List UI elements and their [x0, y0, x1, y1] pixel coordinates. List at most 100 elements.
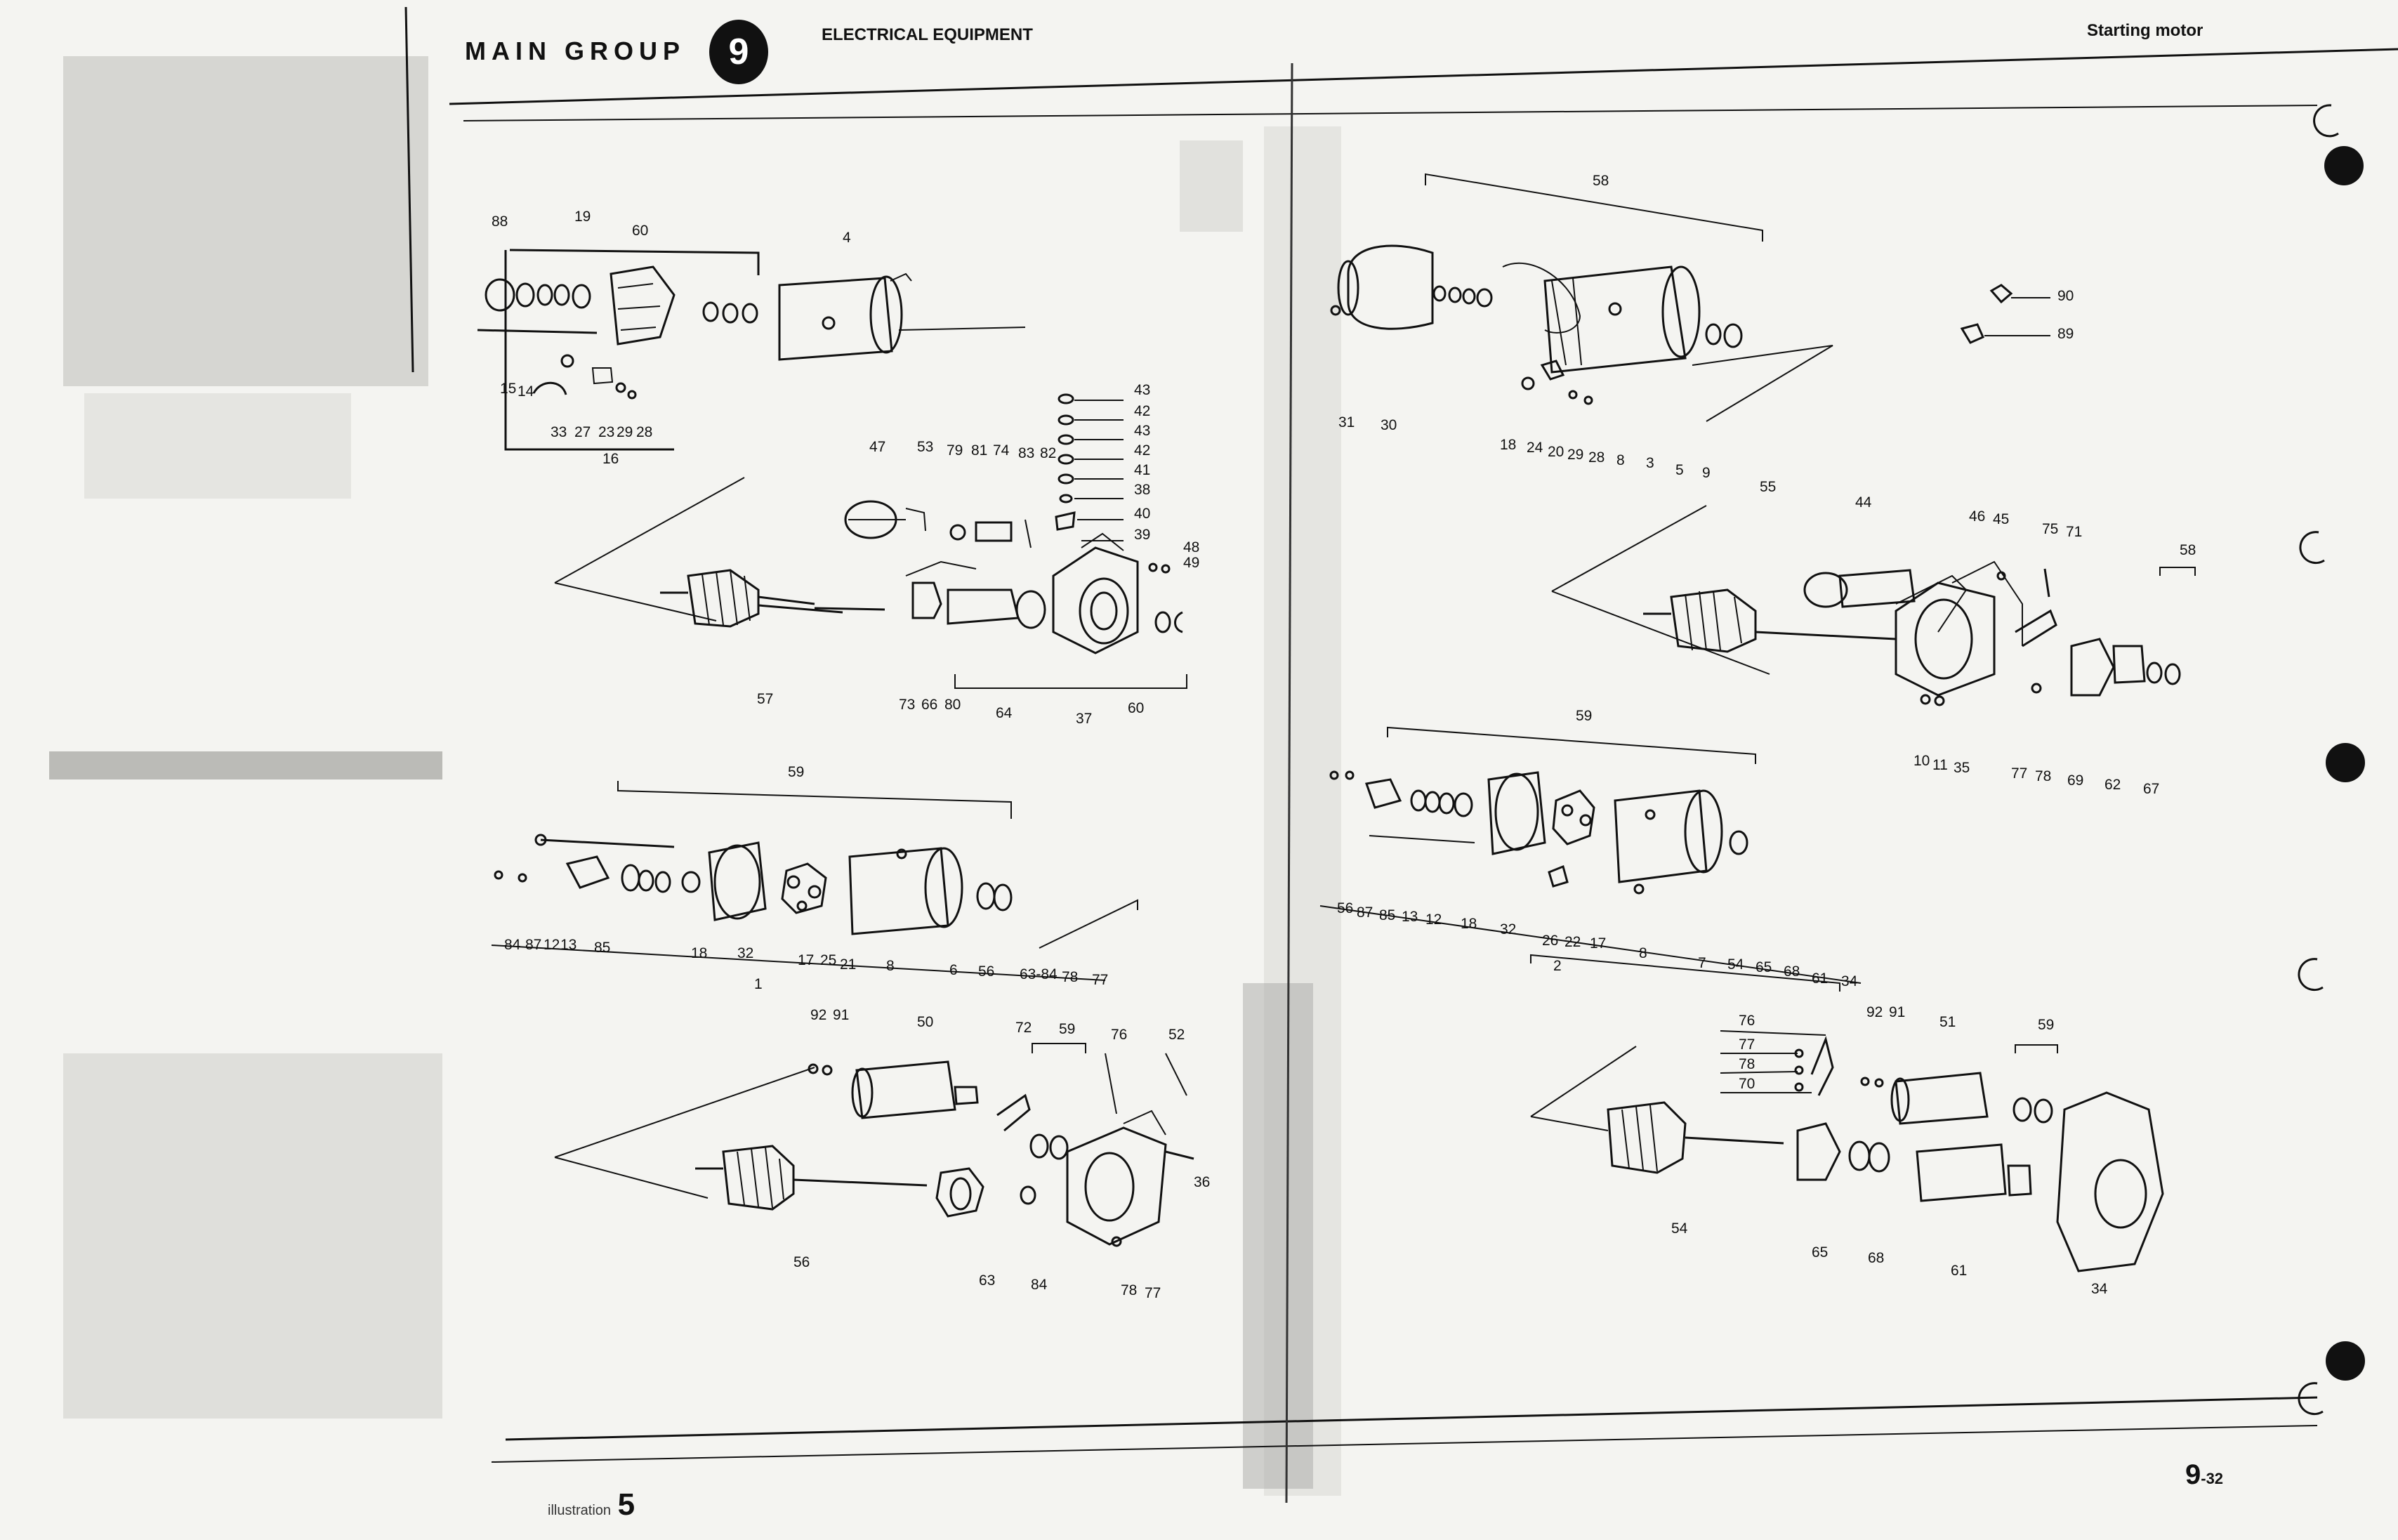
assembly-left-4-drawing [554, 1043, 1194, 1247]
callout-number: 49 [1183, 555, 1199, 571]
callout-number: 61 [1812, 970, 1828, 987]
callout-number: 68 [1784, 963, 1800, 980]
callout-number: 87 [525, 937, 541, 953]
callout-number: 48 [1183, 539, 1199, 555]
callout-number: 22 [1564, 934, 1581, 950]
callout-number: 42 [1134, 442, 1150, 459]
callout-number: 62 [2104, 777, 2121, 793]
callout-number: 46 [1969, 508, 1985, 525]
callout-number: 56 [978, 963, 994, 980]
callout-number: 43 [1134, 382, 1150, 398]
callout-number: 58 [2180, 542, 2196, 558]
callout-number: 2 [1553, 958, 1562, 974]
callout-number: 85 [594, 940, 610, 956]
callout-number: 91 [1889, 1004, 1905, 1020]
callout-number: 4 [843, 230, 851, 246]
assembly-left-2-drawing [554, 393, 1187, 689]
illustration-caption: illustration [548, 1503, 612, 1518]
callout-number: 10 [1913, 753, 1930, 769]
callout-number: 17 [1590, 935, 1606, 952]
callout-number: 50 [917, 1014, 933, 1030]
callout-number: 76 [1739, 1013, 1755, 1029]
callout-number: 76 [1111, 1027, 1127, 1043]
callout-number: 89 [2057, 326, 2074, 342]
page-number: 9-32 [2185, 1459, 2223, 1491]
callout-number: 72 [1015, 1020, 1032, 1036]
callout-number: 23 [598, 424, 614, 440]
callout-number: 78 [2035, 768, 2051, 784]
section-title: ELECTRICAL EQUIPMENT [822, 25, 1033, 44]
callout-number: 36 [1194, 1174, 1210, 1190]
callout-number: 31 [1338, 414, 1355, 430]
callout-number: 59 [1576, 708, 1592, 724]
callout-number: 38 [1134, 482, 1150, 498]
page-rules [404, 6, 2398, 1503]
callout-number: 42 [1134, 403, 1150, 419]
callout-number: 84 [504, 937, 521, 953]
callout-number: 29 [617, 424, 633, 440]
callout-number: 32 [1500, 921, 1516, 937]
callout-number: 15 [500, 381, 516, 397]
callout-number: 58 [1593, 173, 1609, 189]
callout-number: 71 [2066, 524, 2082, 540]
callout-number: 44 [1855, 494, 1872, 511]
callout-number: 8 [1616, 452, 1625, 468]
assembly-left-3-drawing [491, 781, 1138, 981]
illustration-label: illustration 5 [548, 1487, 635, 1522]
callout-number: 34 [1841, 973, 1858, 989]
page-number-suffix: -32 [2201, 1470, 2224, 1487]
callout-number: 85 [1379, 907, 1395, 923]
callout-number: 11 [1932, 757, 1948, 773]
callout-number: 21 [840, 956, 856, 973]
callout-number: 18 [1461, 916, 1477, 932]
callout-number: 28 [636, 424, 652, 440]
callout-number: 18 [691, 945, 707, 961]
callout-number: 64 [996, 705, 1013, 721]
subsection-title: Starting motor [2087, 21, 2203, 40]
illustration-number: 5 [617, 1487, 635, 1522]
callout-number: 3 [1646, 455, 1654, 471]
callout-number: 79 [947, 442, 963, 459]
callout-number: 8 [1639, 945, 1647, 961]
callout-number: 47 [869, 439, 885, 455]
callout-number: 7 [1698, 955, 1706, 971]
callout-number: 83 [1018, 445, 1034, 461]
callout-number: 41 [1134, 462, 1150, 478]
callout-number: 77 [1092, 972, 1108, 988]
binder-hole [2326, 743, 2365, 782]
callout-number: 37 [1076, 711, 1092, 727]
callout-number: 78 [1062, 969, 1078, 985]
callout-number: 43 [1134, 423, 1150, 439]
callout-number: 60 [632, 223, 648, 239]
callout-number: 90 [2057, 288, 2074, 304]
callout-number: 74 [993, 442, 1010, 459]
callout-number: 56 [793, 1254, 810, 1270]
callout-number: 68 [1868, 1250, 1884, 1266]
callout-number: 34 [2091, 1281, 2108, 1297]
callout-number: 9 [1702, 465, 1711, 481]
callout-number: 59 [1059, 1021, 1075, 1037]
callout-number: 28 [1588, 449, 1605, 466]
callout-number: 63-84 [1020, 966, 1058, 982]
callout-number: 80 [944, 697, 961, 713]
main-group-heading: MAIN GROUP [465, 37, 685, 65]
callout-number: 65 [1755, 959, 1772, 975]
callout-number: 91 [833, 1007, 849, 1023]
callout-number: 56 [1337, 900, 1353, 916]
callout-number: 20 [1548, 444, 1564, 460]
callout-number: 61 [1951, 1263, 1967, 1279]
callout-number: 87 [1357, 904, 1373, 921]
callout-number: 75 [2042, 521, 2058, 537]
callout-number: 81 [971, 442, 987, 459]
callout-number: 39 [1134, 527, 1150, 543]
callout-number: 92 [1866, 1004, 1883, 1020]
assembly-right-2-drawing [1551, 505, 2196, 706]
callout-number: 54 [1671, 1220, 1688, 1237]
callout-number: 77 [1145, 1285, 1161, 1301]
callout-number: 57 [757, 691, 773, 707]
assembly-right-4-drawing [1530, 1030, 2164, 1272]
callout-number: 45 [1993, 511, 2009, 527]
callout-number: 14 [518, 383, 534, 400]
